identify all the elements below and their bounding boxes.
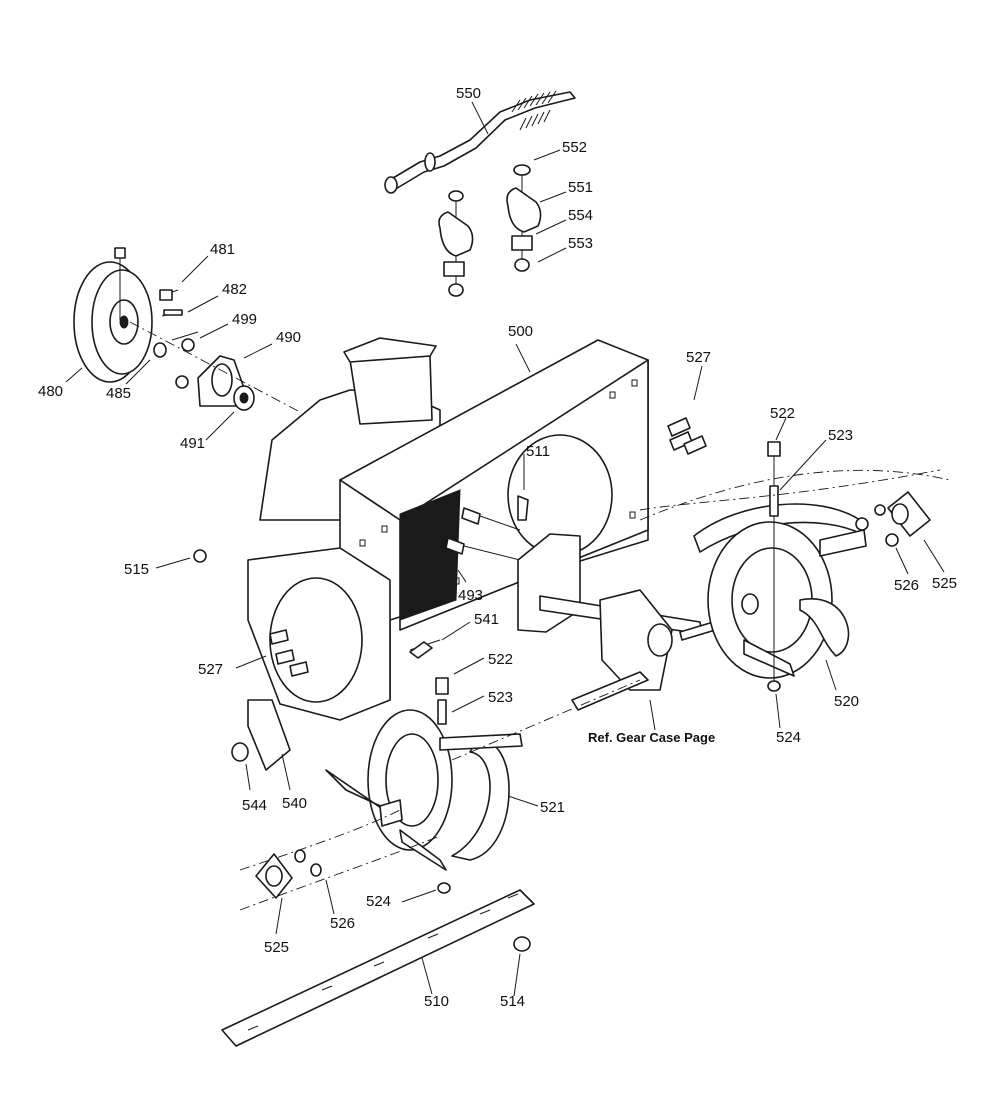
shave-plate <box>221 889 535 1047</box>
callout-490: 490 <box>276 329 301 346</box>
callout-551: 551 <box>568 179 593 196</box>
callout-527-top: 527 <box>686 349 711 366</box>
bearing-flange-left <box>239 809 441 911</box>
callout-523-left: 523 <box>488 689 513 706</box>
callout-500: 500 <box>508 323 533 340</box>
callout-481: 481 <box>210 241 235 258</box>
callout-541: 541 <box>474 611 499 628</box>
leader-lines <box>65 101 945 997</box>
callout-524-right: 524 <box>776 729 801 746</box>
callout-524-left: 524 <box>366 893 391 910</box>
callout-485: 485 <box>106 385 131 402</box>
callout-493: 493 <box>458 587 483 604</box>
pulley <box>73 247 153 383</box>
callout-522-left: 522 <box>488 651 513 668</box>
callout-523-right: 523 <box>828 427 853 444</box>
auger-right <box>693 441 867 692</box>
callout-552: 552 <box>562 139 587 156</box>
callout-491: 491 <box>180 435 205 452</box>
callout-510: 510 <box>424 993 449 1010</box>
callout-521: 521 <box>540 799 565 816</box>
callout-554: 554 <box>568 207 593 224</box>
auger-housing <box>247 337 649 721</box>
callout-480: 480 <box>38 383 63 400</box>
callout-540: 540 <box>282 795 307 812</box>
crank-bracket-left <box>438 190 474 297</box>
callout-511: 511 <box>526 443 550 460</box>
callout-525-left: 525 <box>264 939 289 956</box>
gear-case-reference-note: Ref. Gear Case Page <box>588 730 715 745</box>
gear-case-assembly <box>517 533 723 711</box>
scraper-clip <box>193 549 433 771</box>
callout-527-left: 527 <box>198 661 223 678</box>
callout-526-left: 526 <box>330 915 355 932</box>
callout-525-right: 525 <box>932 575 957 592</box>
crank-bracket-right <box>506 164 542 272</box>
callout-553: 553 <box>568 235 593 252</box>
auger-left <box>325 677 641 894</box>
housing-bolts <box>269 417 707 677</box>
callout-520: 520 <box>834 693 859 710</box>
callout-499: 499 <box>232 311 257 328</box>
callout-labels: 550 552 551 554 553 481 482 499 490 500 … <box>38 85 957 1010</box>
callout-514: 514 <box>500 993 525 1010</box>
bearing-flange-right <box>639 469 951 547</box>
callout-515: 515 <box>124 561 149 578</box>
chute-crank-rod <box>384 90 576 194</box>
pulley-hardware <box>129 289 301 413</box>
callout-544: 544 <box>242 797 267 814</box>
callout-550: 550 <box>456 85 481 102</box>
callout-522-right: 522 <box>770 405 795 422</box>
callout-526-right: 526 <box>894 577 919 594</box>
callout-482: 482 <box>222 281 247 298</box>
